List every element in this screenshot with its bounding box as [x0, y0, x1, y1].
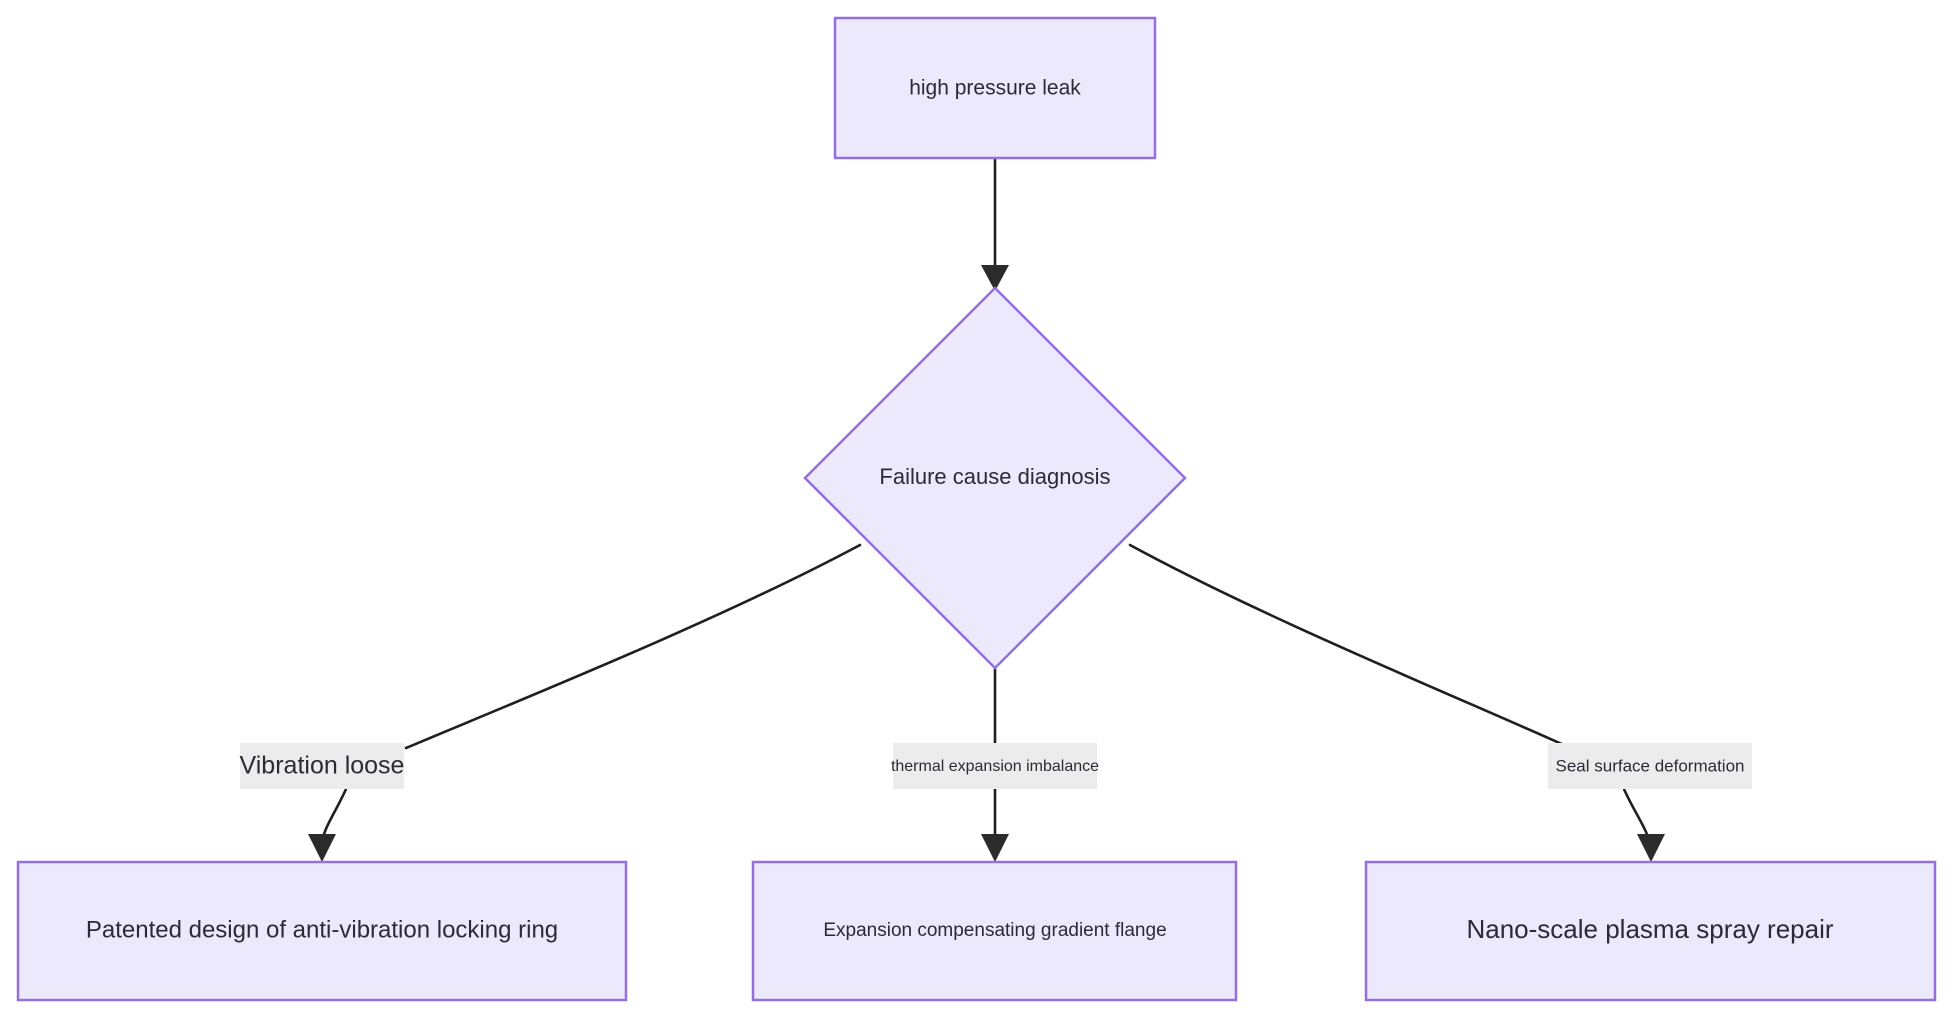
- node-rect: [1364, 860, 1937, 1002]
- edge-label-vibration-loose[interactable]: Vibration loose: [240, 743, 405, 789]
- edge-layer: [308, 156, 1665, 862]
- node-label: high pressure leak: [909, 77, 1081, 100]
- node-rect: [751, 860, 1238, 1002]
- edge-start-to-diagnosis[interactable]: [981, 156, 1009, 291]
- arrow-head-icon: [981, 265, 1009, 291]
- node-diamond: [803, 286, 1187, 670]
- edge-label-background: [1548, 743, 1752, 789]
- node-nano-scale-plasma-spray-repair[interactable]: Nano-scale plasma spray repair: [1364, 860, 1937, 1002]
- node-failure-cause-diagnosis[interactable]: Failure cause diagnosis: [803, 286, 1187, 670]
- node-label: Nano-scale plasma spray repair: [1466, 914, 1833, 944]
- edge-label-layer: Vibration loose thermal expansion imbala…: [240, 743, 1752, 789]
- arrow-head-icon: [981, 834, 1009, 862]
- edge-diagnosis-to-fix-a[interactable]: [404, 543, 862, 750]
- node-expansion-compensating-gradient-flange[interactable]: Expansion compensating gradient flange: [751, 860, 1238, 1002]
- edge-label-seal-surface-deformation[interactable]: Seal surface deformation: [1548, 743, 1752, 789]
- edge-label-background: [893, 743, 1097, 789]
- edge-label-thermal-expansion-imbalance[interactable]: thermal expansion imbalance: [891, 743, 1099, 789]
- edge-label-background: [240, 743, 404, 789]
- node-label: Expansion compensating gradient flange: [823, 920, 1166, 941]
- edge-path: [1128, 543, 1568, 748]
- edge-diagnosis-to-fix-c[interactable]: [1128, 543, 1568, 748]
- edge-label-to-fix-b[interactable]: [981, 787, 1009, 862]
- node-rect: [833, 16, 1157, 160]
- arrow-head-icon: [1637, 834, 1665, 862]
- arrow-head-icon: [308, 834, 336, 862]
- node-layer: high pressure leak Failure cause diagnos…: [16, 16, 1937, 1002]
- node-rect: [16, 860, 628, 1002]
- edge-label-text: Vibration loose: [240, 752, 405, 780]
- edge-label-to-fix-a[interactable]: [308, 787, 348, 862]
- edge-label-to-fix-c[interactable]: [1622, 787, 1665, 862]
- node-label: Failure cause diagnosis: [879, 464, 1110, 489]
- edge-label-text: thermal expansion imbalance: [891, 758, 1099, 775]
- edge-path: [404, 543, 862, 750]
- node-label: Patented design of anti-vibration lockin…: [86, 916, 558, 943]
- node-patented-anti-vibration-locking-ring[interactable]: Patented design of anti-vibration lockin…: [16, 860, 628, 1002]
- edge-label-text: Seal surface deformation: [1556, 756, 1745, 775]
- node-high-pressure-leak[interactable]: high pressure leak: [833, 16, 1157, 160]
